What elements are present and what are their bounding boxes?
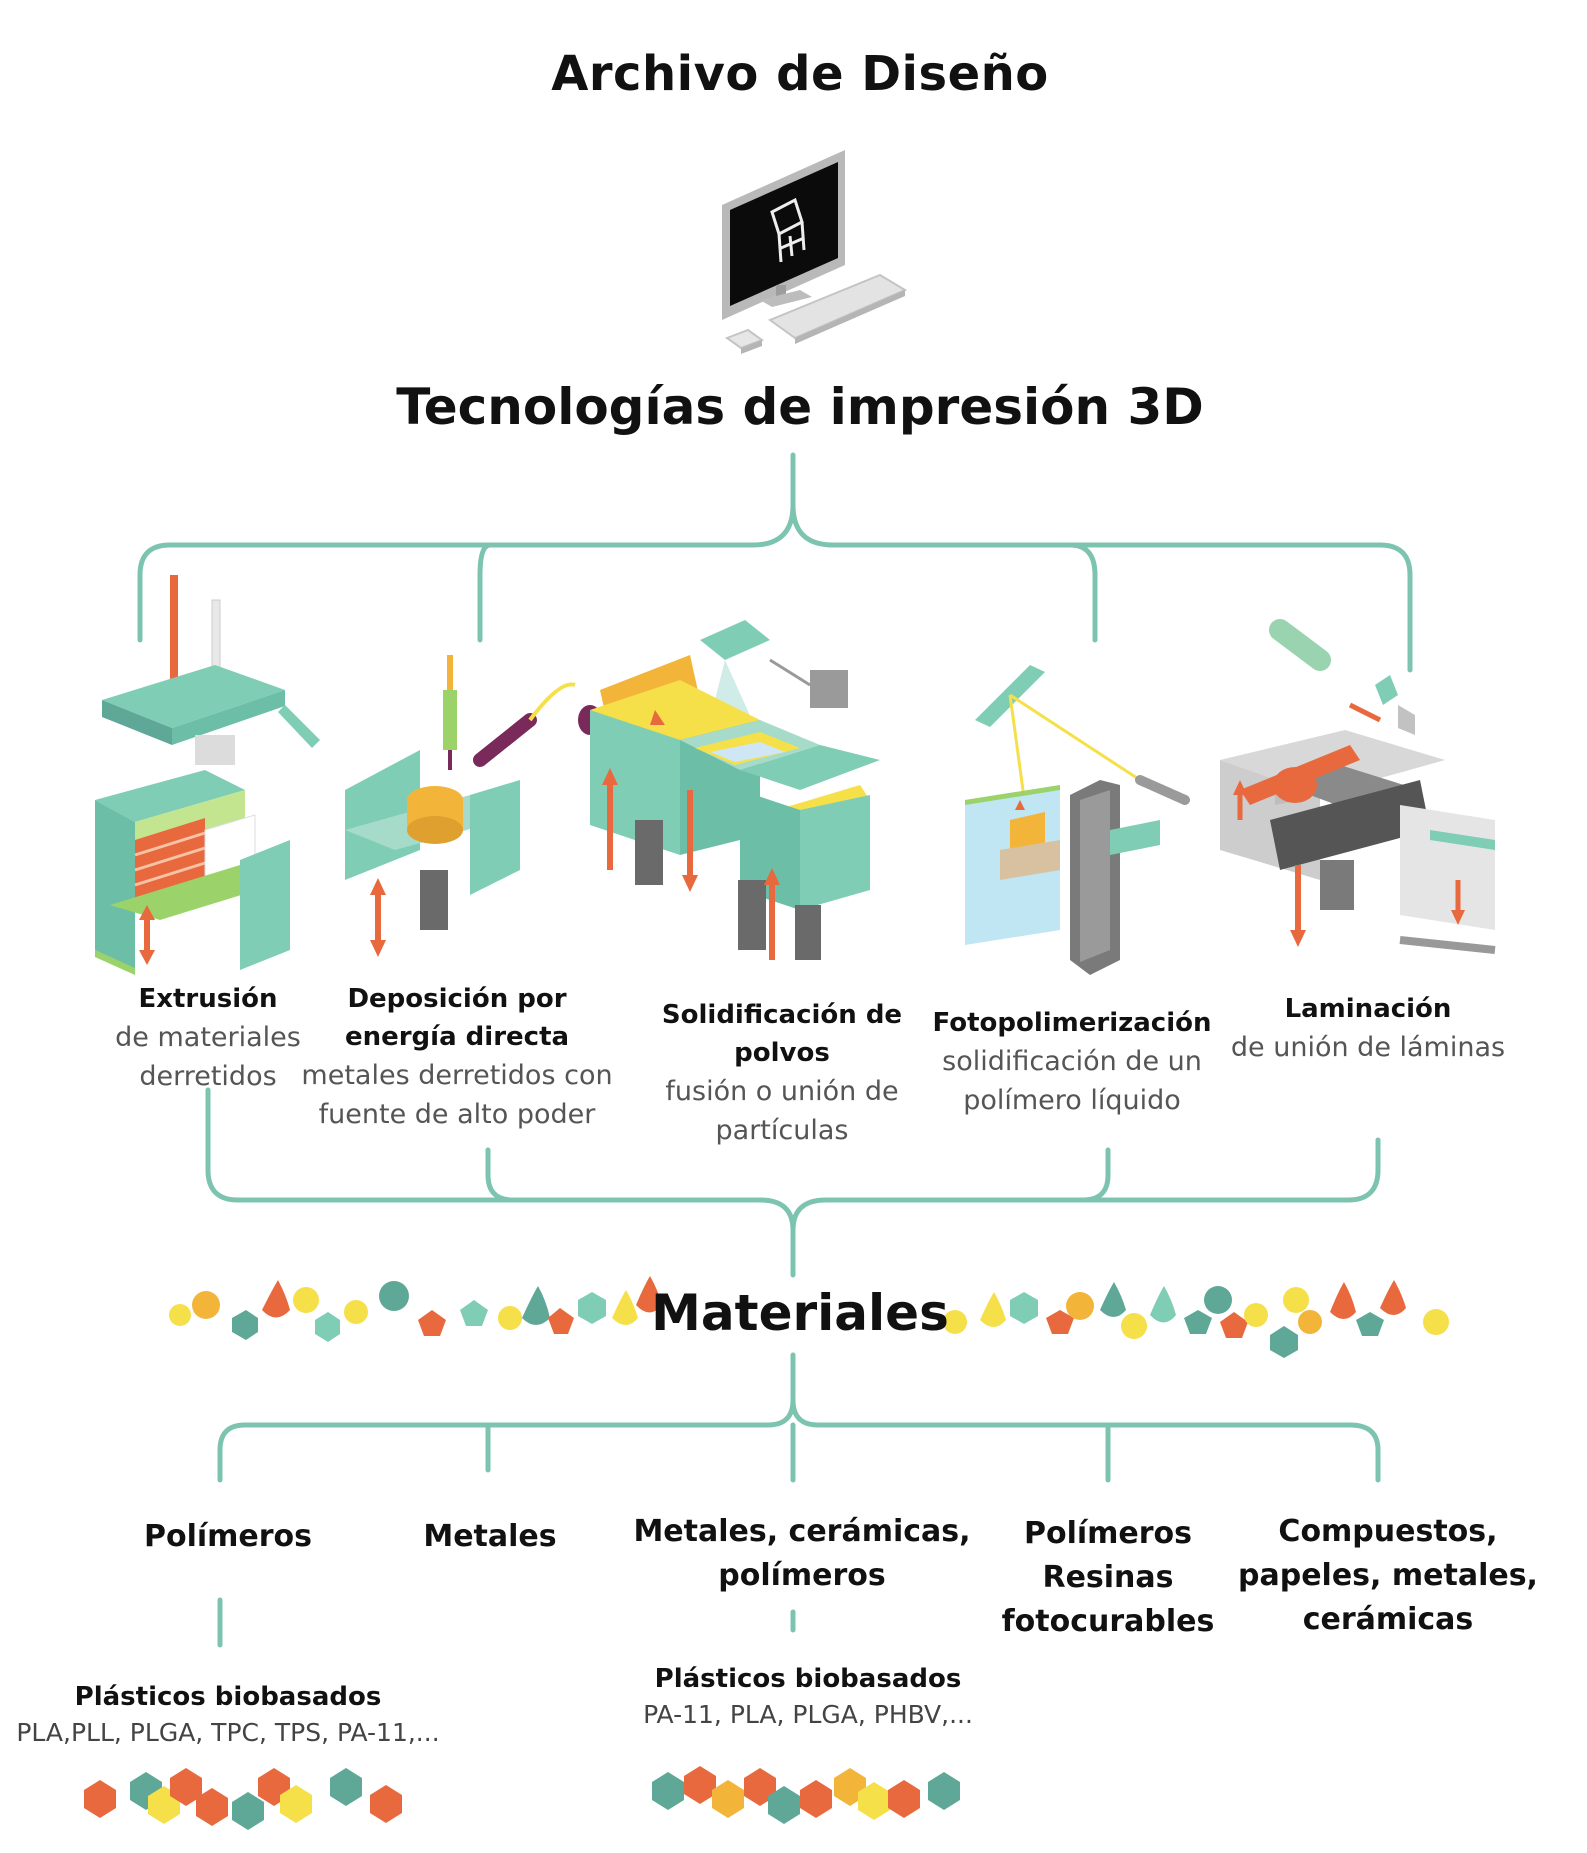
technology-name: Solidificación de xyxy=(661,1000,903,1030)
materials-decoration-right xyxy=(943,1280,1449,1358)
biobased-shapes-left xyxy=(84,1768,402,1830)
material-label: Resinas xyxy=(1042,1560,1174,1595)
biobased-right: Plásticos biobasados PA-11, PLA, PLGA, P… xyxy=(643,1664,973,1729)
technology-description: de materiales xyxy=(115,1022,301,1053)
technology-name: Extrusión xyxy=(138,984,278,1014)
material-composites: Compuestos, papeles, metales, cerámicas xyxy=(1228,1510,1548,1642)
technology-description: de unión de láminas xyxy=(1230,1032,1506,1063)
technology-description: polímero líquido xyxy=(963,1085,1181,1116)
technology-description: fuente de alto poder xyxy=(318,1099,596,1130)
biobased-list: PA-11, PLA, PLGA, PHBV,... xyxy=(643,1700,973,1729)
technology-name: Deposición por xyxy=(347,984,567,1014)
material-resins: Polímeros Resinas fotocurables xyxy=(988,1512,1228,1644)
technology-name: energía directa xyxy=(344,1022,570,1052)
extrusion-illustration xyxy=(95,575,320,975)
material-metals: Metales xyxy=(390,1515,590,1559)
material-label: Polímeros xyxy=(143,1519,313,1554)
material-label: fotocurables xyxy=(1001,1604,1215,1639)
material-polymers: Polímeros xyxy=(108,1515,348,1559)
technology-name: Laminación xyxy=(1284,994,1452,1024)
computer-illustration xyxy=(722,150,908,354)
biobased-shapes-right xyxy=(652,1766,960,1824)
technology-description: metales derretidos con xyxy=(301,1060,613,1091)
photopolymerization-illustration xyxy=(965,665,1190,975)
technology-lamination: Laminación de unión de láminas xyxy=(1218,990,1518,1067)
biobased-title: Plásticos biobasados xyxy=(654,1664,962,1694)
materials-decoration-left xyxy=(169,1276,662,1342)
technologies-heading: Tecnologías de impresión 3D xyxy=(396,378,1204,436)
material-label: Polímeros xyxy=(1023,1516,1193,1551)
material-label: papeles, metales, xyxy=(1238,1558,1538,1593)
material-metals-ceramics-polymers: Metales, cerámicas, polímeros xyxy=(622,1510,982,1598)
biobased-left: Plásticos biobasados PLA,PLL, PLGA, TPC,… xyxy=(16,1682,439,1747)
lower-connector-tree xyxy=(205,1087,1381,1278)
material-label: polímeros xyxy=(718,1558,886,1593)
technology-deposition: Deposición por energía directa metales d… xyxy=(287,980,627,1134)
technology-photopolymerization: Fotopolimerización solidificación de un … xyxy=(927,1004,1217,1120)
technology-name: polvos xyxy=(734,1038,830,1068)
lamination-illustration xyxy=(1220,619,1496,954)
technology-description: fusión o unión de xyxy=(665,1076,899,1107)
biobased-title: Plásticos biobasados xyxy=(74,1682,382,1712)
material-label: Metales xyxy=(423,1519,557,1554)
materials-connector-tree xyxy=(217,1352,1381,1648)
biobased-list: PLA,PLL, PLGA, TPC, TPS, PA-11,... xyxy=(16,1718,440,1747)
material-label: cerámicas xyxy=(1302,1602,1474,1637)
technology-name: Fotopolimerización xyxy=(932,1008,1212,1038)
material-label: Metales, cerámicas, xyxy=(633,1514,971,1549)
page-title: Archivo de Diseño xyxy=(551,46,1049,102)
technology-description: solidificación de un xyxy=(942,1046,1202,1077)
deposition-illustration xyxy=(345,655,576,957)
technology-description: partículas xyxy=(715,1115,849,1146)
upper-connector-tree xyxy=(137,452,1413,673)
powder-bed-illustration xyxy=(578,620,880,960)
material-label: Compuestos, xyxy=(1278,1514,1498,1549)
technology-extrusion: Extrusión de materiales derretidos xyxy=(98,980,318,1096)
technology-description: derretidos xyxy=(139,1061,277,1092)
technology-powder-bed: Solidificación de polvos fusión o unión … xyxy=(637,996,927,1150)
materials-heading: Materiales xyxy=(651,1284,949,1342)
